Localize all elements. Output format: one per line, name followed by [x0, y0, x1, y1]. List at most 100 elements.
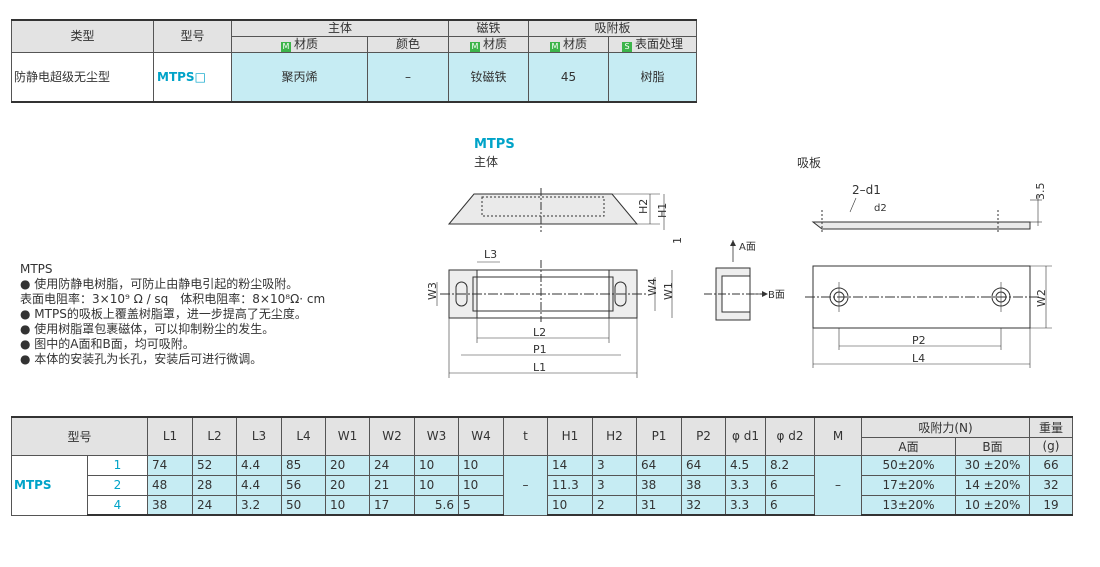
description-title: MTPS: [20, 262, 53, 276]
m-cell: –: [814, 454, 862, 516]
cell: 30 ±20%: [955, 454, 1030, 476]
dim-one: 1: [671, 237, 684, 244]
drawing-plate-label: 吸板: [797, 156, 822, 170]
cell: 10: [414, 454, 459, 476]
spec-header-magnet: 磁铁: [448, 19, 529, 37]
body-side-view: [447, 193, 639, 225]
table-row: MTPS 1 74 52 4.4 85 20 24 10 10 – 14 3 6…: [11, 454, 1073, 516]
cell: 24: [192, 494, 237, 516]
cell: 64: [681, 454, 726, 476]
cell: 10: [547, 494, 593, 516]
spec-header-body-color: 颜色: [367, 35, 449, 53]
spec-model-value: MTPS□: [153, 51, 232, 103]
dim-w3: W3: [426, 282, 439, 300]
cell: 10 ±20%: [955, 494, 1030, 516]
header-force: 吸附力(N): [861, 416, 1030, 438]
cell: 24: [369, 454, 415, 476]
description-line: ● MTPS的吸板上覆盖树脂罩，进一步提高了无尘度。: [20, 307, 307, 321]
dim-d2: d2: [874, 203, 887, 214]
header-col: φ d2: [765, 416, 815, 456]
header-col: W2: [369, 416, 415, 456]
header-col: t: [503, 416, 548, 456]
spec-header-type: 类型: [11, 19, 154, 53]
dim-w2: W2: [1035, 289, 1048, 307]
cell: 13±20%: [861, 494, 956, 516]
material-badge-icon: M: [549, 41, 560, 52]
dim-b-face: B面: [768, 290, 785, 301]
header-force-b: B面: [955, 436, 1030, 456]
drawing-body-label: 主体: [474, 155, 499, 169]
cell: 10: [414, 474, 459, 496]
cell: 38: [681, 474, 726, 496]
cell: 17±20%: [861, 474, 956, 496]
cell: 21: [369, 474, 415, 496]
dim-two-d1: 2–d1: [852, 183, 881, 197]
description-line: ● 本体的安装孔为长孔，安装后可进行微调。: [20, 352, 263, 366]
b-face-arrow-icon: [762, 291, 768, 297]
model-cell: MTPS: [11, 454, 88, 516]
dim-l3: L3: [484, 248, 497, 261]
dim-3-5: 3.5: [1034, 183, 1047, 201]
header-weight-unit: (g): [1029, 436, 1073, 456]
cell: 31: [636, 494, 682, 516]
cell: 52: [192, 454, 237, 476]
spec-magnet-material-value: 钕磁铁: [448, 51, 529, 103]
spec-header-model: 型号: [153, 19, 232, 53]
cell: 3.3: [725, 474, 766, 496]
table-row: 4 38 24 3.2 50 10 17 5.6 5 10 2 31 32 3.…: [12, 494, 1073, 516]
spec-header-body: 主体: [231, 19, 449, 37]
drawing-model-label: MTPS: [474, 137, 515, 152]
header-col: L2: [192, 416, 237, 456]
dimension-table: 型号 L1 L2 L3 L4 W1 W2 W3 W4 t H1 H2 P1 P2…: [11, 416, 1073, 516]
cell: 20: [325, 474, 370, 496]
surface-badge-icon: S: [621, 41, 632, 52]
size-cell: 2: [87, 474, 148, 496]
dim-h2: H2: [637, 199, 650, 214]
cell: 2: [592, 494, 637, 516]
dim-p1: P1: [533, 343, 547, 356]
cell: 38: [636, 474, 682, 496]
cell: 3.2: [236, 494, 282, 516]
material-badge-icon: M: [280, 41, 291, 52]
cell: 28: [192, 474, 237, 496]
spec-body-material-value: 聚丙烯: [231, 51, 368, 103]
a-face-arrow-icon: [730, 240, 736, 246]
header-col: P1: [636, 416, 682, 456]
material-badge-icon: M: [469, 41, 480, 52]
header-col: L1: [147, 416, 193, 456]
cell: 14 ±20%: [955, 474, 1030, 496]
cell: 6: [765, 474, 815, 496]
header-col: φ d1: [725, 416, 766, 456]
cell: 48: [147, 474, 193, 496]
dim-l2: L2: [533, 326, 546, 339]
size-cell: 1: [87, 454, 148, 476]
header-col: L4: [281, 416, 326, 456]
cell: 3: [592, 454, 637, 476]
cell: 20: [325, 454, 370, 476]
cell: 4.4: [236, 454, 282, 476]
cell: 32: [681, 494, 726, 516]
header-col: M: [814, 416, 862, 456]
dim-h1: H1: [656, 203, 669, 218]
description-line: ● 使用防静电树脂，可防止由静电引起的粉尘吸附。: [20, 277, 299, 291]
cell: 17: [369, 494, 415, 516]
header-col: H2: [592, 416, 637, 456]
cell: 19: [1029, 494, 1073, 516]
cell: 3.3: [725, 494, 766, 516]
spec-plate-material-value: 45: [528, 51, 609, 103]
cell: 50: [281, 494, 326, 516]
header-col: L3: [236, 416, 282, 456]
spec-header-plate: 吸附板: [528, 19, 697, 37]
cell: 5: [458, 494, 504, 516]
cell: 10: [325, 494, 370, 516]
size-cell: 4: [87, 494, 148, 516]
dim-w4: W4: [646, 278, 659, 296]
dim-a-face: A面: [739, 242, 756, 253]
description-line: ● 图中的A面和B面，均可吸附。: [20, 337, 195, 351]
header-model: 型号: [11, 416, 148, 456]
